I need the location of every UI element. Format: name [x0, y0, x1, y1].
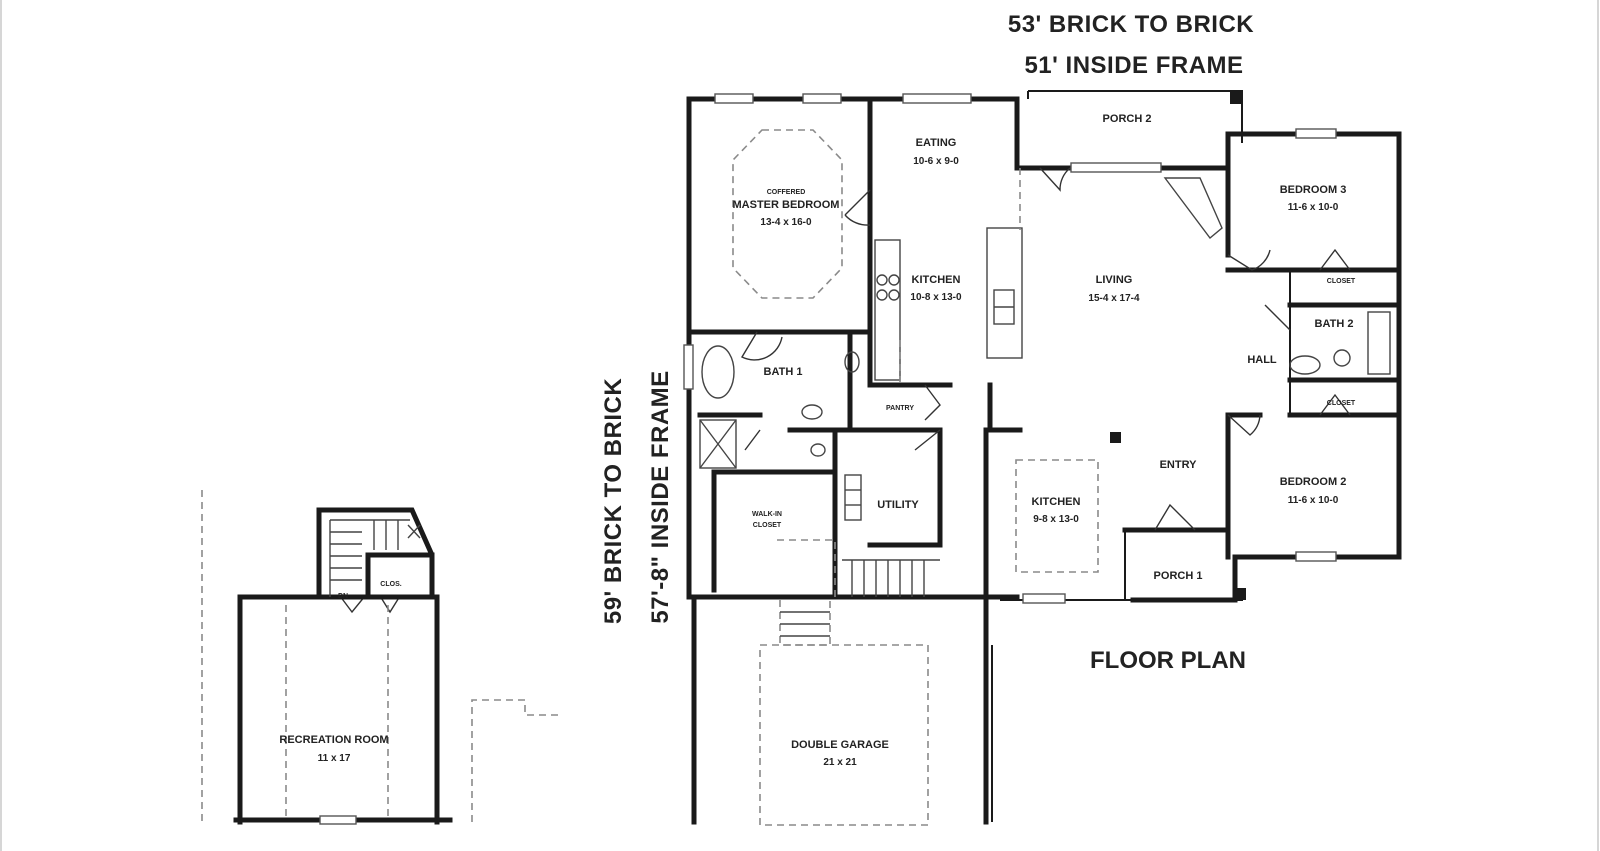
bedroom-3-size: 11-6 x 10-0: [1288, 202, 1339, 213]
bedroom-2-label: BEDROOM 2: [1280, 476, 1347, 488]
double-garage-size: 21 x 21: [823, 757, 857, 768]
interior-walls: [686, 96, 1402, 600]
left-border: [0, 0, 2, 851]
double-garage-label: DOUBLE GARAGE: [791, 739, 889, 751]
master-bedroom-note: COFFERED: [767, 189, 806, 196]
master-bedroom-size: 13-4 x 16-0: [760, 217, 812, 228]
living-size: 15-4 x 17-4: [1088, 293, 1140, 304]
eating-size: 10-6 x 9-0: [913, 156, 959, 167]
closet-lower-label: CLOSET: [1327, 400, 1356, 407]
closet-upper-label: CLOSET: [1327, 278, 1356, 285]
porch-1-outline: [1124, 530, 1246, 601]
entry-label: ENTRY: [1160, 459, 1198, 471]
kitchen-2-label: KITCHEN: [1032, 496, 1081, 508]
kitchen-label: KITCHEN: [912, 274, 961, 286]
right-border: [1597, 0, 1599, 851]
porch-2-label: PORCH 2: [1103, 113, 1152, 125]
windows: [683, 93, 1337, 604]
depth-frame-label: 57'-8" INSIDE FRAME: [647, 370, 674, 623]
bath-2-label: BATH 2: [1315, 318, 1354, 330]
recreation-room-label: RECREATION ROOM: [279, 734, 388, 746]
master-bedroom-label: MASTER BEDROOM: [733, 199, 840, 211]
doors: [339, 167, 1351, 614]
porch-1-label: PORCH 1: [1154, 570, 1203, 582]
walkin-closet-label-2: CLOSET: [753, 522, 782, 529]
utility-label: UTILITY: [877, 499, 919, 511]
bedroom-2-size: 11-6 x 10-0: [1288, 495, 1339, 506]
depth-brick-label: 59' BRICK TO BRICK: [600, 378, 627, 624]
main-stairs: [780, 559, 940, 637]
kitchen-size: 10-8 x 13-0: [910, 292, 962, 303]
fixtures: [699, 177, 1391, 521]
porch-2-outline: [1027, 90, 1243, 143]
living-label: LIVING: [1096, 274, 1133, 286]
recreation-room-plan: [233, 507, 453, 825]
stair-clos-label: CLOS.: [380, 581, 401, 588]
bedroom-3-label: BEDROOM 3: [1280, 184, 1347, 196]
pantry-label: PANTRY: [886, 405, 914, 412]
eating-label: EATING: [916, 137, 957, 149]
floor-plan-title: FLOOR PLAN: [1090, 647, 1246, 674]
kitchen-2-size: 9-8 x 13-0: [1033, 514, 1079, 525]
width-brick-label: 53' BRICK TO BRICK: [1008, 11, 1254, 38]
width-frame-label: 51' INSIDE FRAME: [1024, 52, 1243, 79]
hall-label: HALL: [1247, 354, 1277, 366]
dashed-features: [201, 129, 1099, 826]
walkin-closet-label-1: WALK-IN: [752, 511, 782, 518]
recreation-room-size: 11 x 17: [318, 753, 351, 764]
stair-dn-label: DN: [338, 593, 348, 600]
bath-1-label: BATH 1: [764, 366, 803, 378]
room-labels: EATING 10-6 x 9-0 COFFERED MASTER BEDROO…: [279, 113, 1356, 768]
